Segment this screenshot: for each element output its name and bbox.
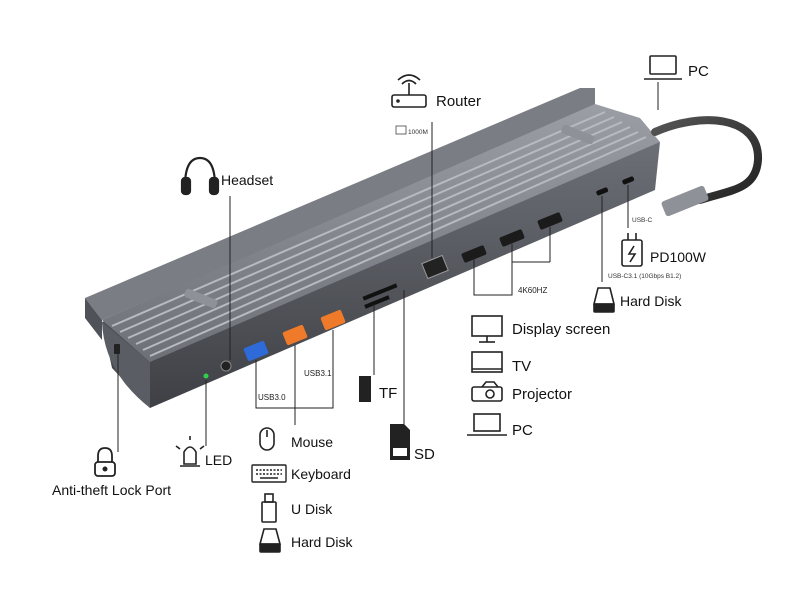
led-icon xyxy=(175,436,205,467)
plug-icon xyxy=(621,233,643,267)
usb-c-cable xyxy=(651,116,763,217)
label-pc-top: PC xyxy=(688,63,709,80)
label-tf: TF xyxy=(379,385,397,402)
label-usbc31: USB-C3.1 (10Gbps B1.2) xyxy=(608,273,681,280)
label-hard-disk-right: Hard Disk xyxy=(620,293,682,309)
label-hard-disk-left: Hard Disk xyxy=(291,534,353,550)
projector-icon xyxy=(471,381,503,402)
label-udisk: U Disk xyxy=(291,501,333,517)
stand-back-wall xyxy=(85,88,595,320)
dock-body xyxy=(85,88,660,408)
usbc-pd-port xyxy=(622,176,635,185)
label-usbc: USB-C xyxy=(632,217,653,224)
label-pc-right: PC xyxy=(512,422,533,439)
usbc31-port xyxy=(596,187,609,196)
lock-icon xyxy=(94,447,116,477)
laptop-icon xyxy=(467,413,507,436)
label-keyboard: Keyboard xyxy=(291,466,351,482)
led-light xyxy=(203,373,209,379)
usb30-port xyxy=(243,340,269,362)
rubber-foot xyxy=(561,124,595,145)
lock-slot xyxy=(114,344,120,354)
hdmi-port-3 xyxy=(537,212,563,230)
label-mouse: Mouse xyxy=(291,434,333,450)
hard-disk-icon xyxy=(592,287,616,313)
label-usb31: USB3.1 xyxy=(304,369,332,378)
leader-lines xyxy=(117,82,659,452)
ethernet-mini-icon xyxy=(395,125,407,135)
pc-laptop-icon xyxy=(644,55,682,80)
usb-c-plug xyxy=(661,185,709,217)
router-icon xyxy=(391,74,427,108)
label-usb30: USB3.0 xyxy=(258,393,286,402)
audio-jack xyxy=(220,360,232,372)
mouse-icon xyxy=(259,427,275,451)
label-router-speed: 1000M xyxy=(408,129,428,136)
hdmi-port-1 xyxy=(461,245,487,263)
tv-icon xyxy=(471,351,503,373)
label-led: LED xyxy=(205,452,232,468)
hard-disk-icon xyxy=(258,528,282,553)
label-headset: Headset xyxy=(221,172,273,188)
monitor-icon xyxy=(471,315,503,343)
headset-icon xyxy=(180,156,220,196)
usb31-port-2 xyxy=(320,309,346,331)
dock-front-face xyxy=(102,142,660,408)
stand-wall-side xyxy=(85,298,102,340)
label-display-screen: Display screen xyxy=(512,321,610,338)
sd-slot xyxy=(362,283,398,301)
label-lock: Anti-theft Lock Port xyxy=(52,482,171,498)
label-router: Router xyxy=(436,93,481,110)
usb-drive-icon xyxy=(261,493,277,523)
label-pd: PD100W xyxy=(650,249,707,265)
usb31-port-1 xyxy=(282,324,308,346)
hdmi-port-2 xyxy=(499,229,525,247)
tf-card-icon xyxy=(359,376,371,402)
label-projector: Projector xyxy=(512,386,572,403)
tf-slot xyxy=(364,295,390,309)
rubber-foot xyxy=(184,288,218,309)
ports xyxy=(114,176,635,379)
rj45-port xyxy=(421,254,449,280)
label-hdmi: 4K60HZ xyxy=(518,286,547,295)
label-tv: TV xyxy=(512,358,531,375)
sd-card-icon xyxy=(390,424,410,460)
keyboard-icon xyxy=(251,464,287,483)
label-sd: SD xyxy=(414,446,435,463)
dock-left-end xyxy=(102,322,150,408)
